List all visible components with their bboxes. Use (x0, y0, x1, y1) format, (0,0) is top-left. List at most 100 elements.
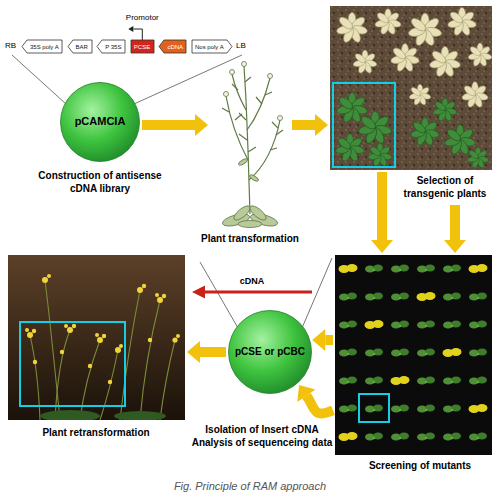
retransformation-photo-part-part (102, 334, 106, 338)
retransformation-photo-part-part (119, 344, 123, 348)
plant-drawing-part-part (232, 204, 252, 223)
plasmid-name: pCAMCIA (75, 115, 126, 128)
element-name: P 35S (105, 44, 121, 50)
screening-photo-part (469, 404, 488, 413)
retransformation-photo-part (20, 322, 125, 406)
step-caption: Plant transformation (190, 233, 310, 246)
retransformation-photo-part-part (157, 297, 163, 303)
plant-drawing-part-part (224, 92, 229, 97)
retransformation-photo-part-part (114, 411, 166, 420)
retransformation-photo-part-part (42, 277, 48, 283)
screening-photo-part (365, 320, 384, 329)
arrow-head (371, 240, 393, 253)
vector-element-shape (97, 40, 125, 53)
vector-element: 35S poly A (22, 40, 62, 53)
retransformation-photo-part-part (172, 337, 177, 342)
plant-drawing-part-part (249, 174, 260, 182)
selection-photo-part (461, 82, 488, 109)
photo-panel: Plant retransformation (8, 255, 185, 420)
screening-photo (335, 255, 492, 455)
screening-photo-part (417, 292, 436, 301)
retransformation-photo-part (25, 274, 180, 384)
plasmid-disc (61, 83, 140, 162)
screening-photo-part (339, 264, 358, 273)
retransformation-photo-part-part (120, 290, 140, 420)
plant-drawing-part-part (242, 62, 247, 67)
screening-photo-part (339, 432, 358, 441)
vector-element-shape (68, 40, 92, 53)
selection-photo-part (335, 134, 365, 163)
retransformation-photo-part-part (60, 350, 64, 354)
border-label: LB (236, 41, 246, 51)
plant-drawing (221, 62, 283, 229)
photo-panel: Screening of mutants (335, 255, 492, 455)
retransformation-photo-part-part (30, 335, 40, 420)
selection-photo-part (410, 118, 440, 147)
plant-drawing-part-part (238, 158, 249, 166)
vector-element-shape (192, 40, 232, 53)
retransformation-photo-part-part (155, 293, 159, 297)
plasmid-name: pCSE or pCBC (235, 346, 305, 358)
retransformation-photo-part-part (95, 333, 99, 337)
flow-arrow (187, 341, 226, 363)
arrow-shaft (377, 172, 387, 240)
element-name: cDNA (167, 44, 183, 50)
retransformation-photo-part-part (88, 364, 92, 368)
selection-photo-part (333, 83, 395, 167)
arrow-head (444, 240, 466, 253)
plant-drawing-panel-outline (210, 58, 290, 228)
retransformation-photo-part-part (100, 350, 118, 420)
step-caption: Selection of transgenic plants (398, 175, 492, 200)
promoter-element-shape (131, 40, 154, 53)
photo-panel-outline (330, 6, 492, 170)
arrow-head (312, 329, 325, 351)
element-name: 35S poly A (30, 44, 59, 50)
figure-caption: Fig. Principle of RAM approach (174, 480, 326, 493)
retransformation-photo-part-part (72, 324, 76, 328)
retransformation-photo-part-part (27, 332, 33, 338)
retransformation-photo-part-part (162, 294, 166, 298)
retransformation-photo-part (40, 410, 166, 420)
retransformation-photo-part-part (64, 324, 68, 328)
selection-photo-part (408, 13, 443, 47)
element-name: Nos poly A (195, 44, 224, 50)
plasmid-circle: pCSE or pCBCIsolation of Insert cDNAAnal… (228, 310, 312, 394)
border-label: RB (5, 41, 16, 51)
screening-photo-part (335, 255, 492, 455)
cdna-transfer-arrow (192, 286, 312, 299)
cdna-transfer-arrow-part (204, 291, 312, 294)
plant-drawing-part-part (278, 116, 283, 121)
expansion-lines-part (134, 55, 242, 104)
arrow-shaft (142, 120, 195, 130)
selection-photo-part (467, 147, 489, 169)
retransformation-photo-part-part (137, 287, 143, 293)
element-name: PCSE (134, 44, 150, 50)
arrow-shaft (292, 120, 315, 130)
retransformation-photo-part (8, 255, 185, 420)
photo-panel: Selection of transgenic plants (330, 6, 492, 170)
arrow-shaft (450, 205, 460, 240)
arrow-shaft (200, 347, 226, 357)
selection-photo-part (353, 50, 378, 74)
selection-photo (330, 6, 492, 170)
plasmid-disc (229, 311, 312, 394)
retransformation-photo (8, 255, 185, 420)
arrow-shaft (325, 335, 333, 345)
plant-drawing-part (224, 62, 283, 121)
screening-photo-part (469, 264, 488, 273)
plant-drawing-part-part (230, 70, 235, 75)
arrow-head (195, 114, 208, 136)
selection-photo-part (409, 84, 431, 106)
retransformation-photo-part-part (80, 340, 100, 420)
step-caption: Screening of mutants (345, 460, 495, 473)
retransformation-photo-part-part (97, 337, 103, 343)
promoter-arrow-head (128, 26, 133, 32)
retransformation-photo-part (30, 280, 175, 420)
plant-drawing-panel: Plant transformation (210, 58, 290, 228)
flow-arrow (371, 172, 393, 253)
retransformation-photo-part-part (47, 274, 51, 278)
selection-photo-part (468, 43, 492, 67)
retransformation-photo-part-part (25, 328, 29, 332)
promoter-label: Promotor (126, 13, 159, 23)
